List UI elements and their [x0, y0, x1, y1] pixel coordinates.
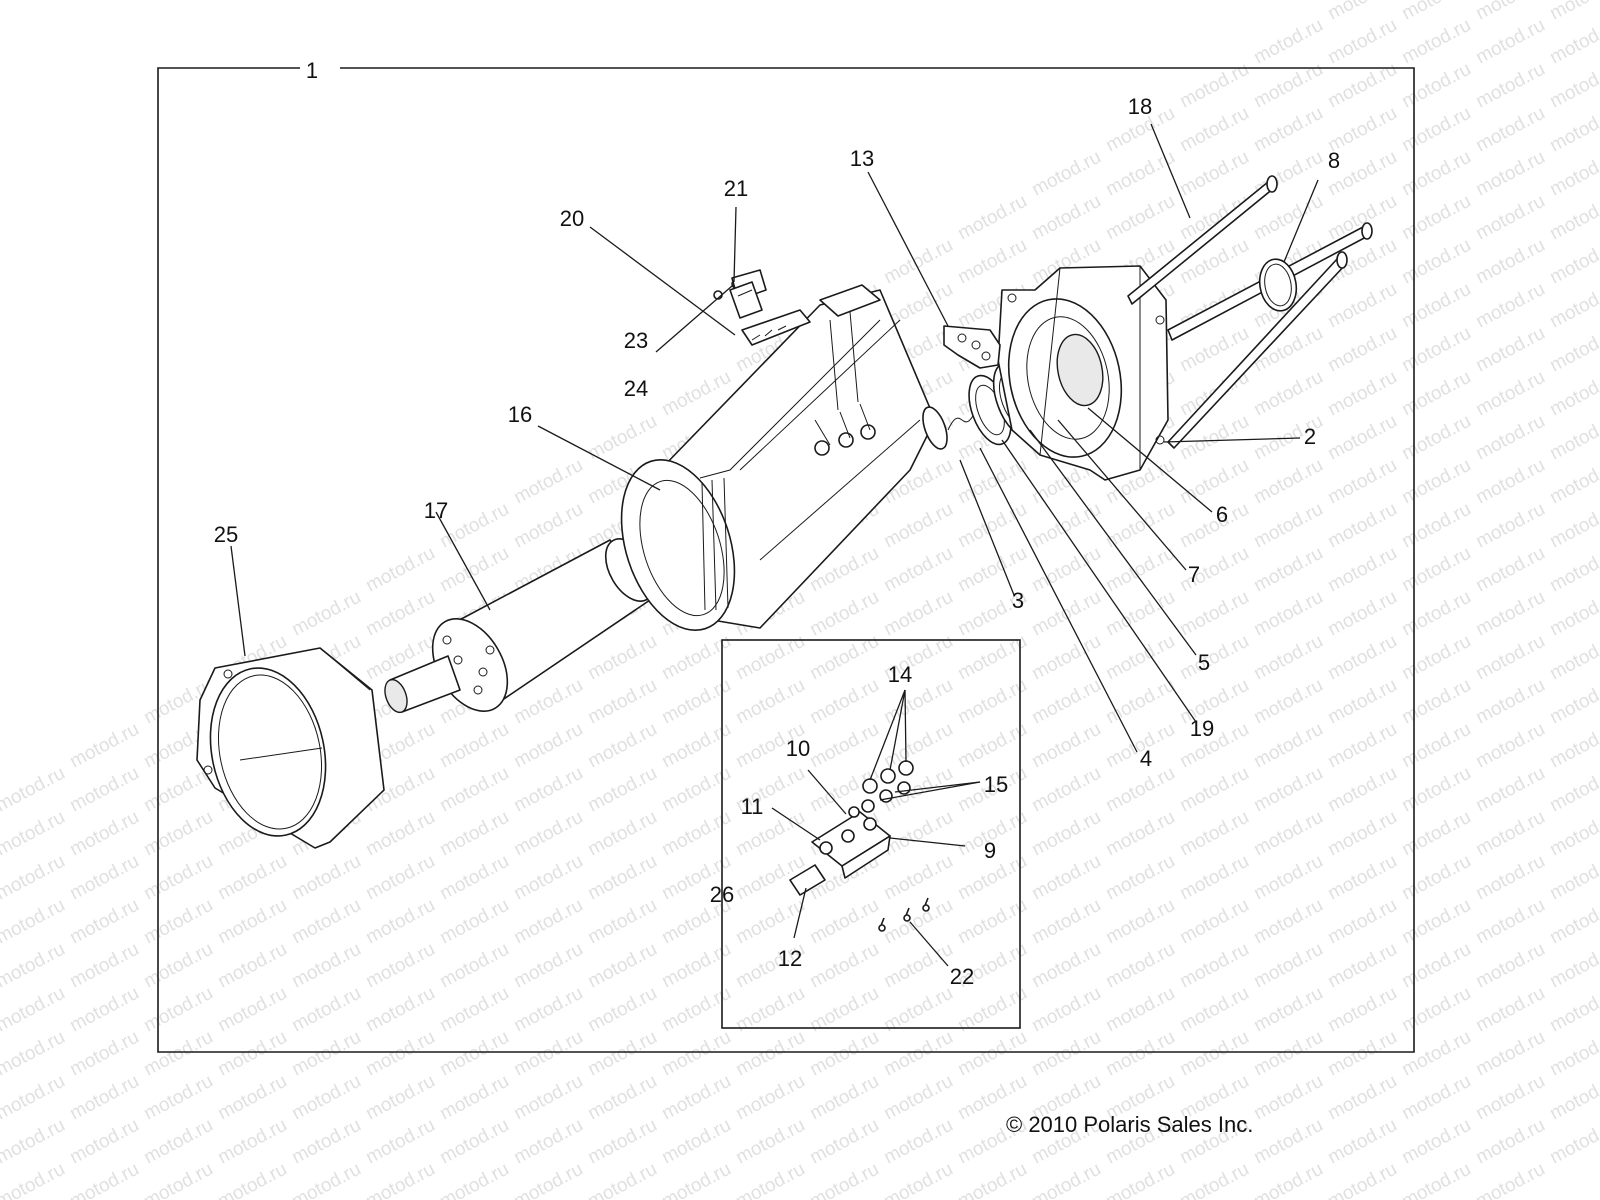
- callout-1: 1: [306, 58, 318, 83]
- brush-plate: [943, 325, 1001, 369]
- leader-lines: [230, 123, 1319, 967]
- o-ring: [1258, 258, 1298, 312]
- callout-17: 17: [424, 498, 448, 523]
- watermark-text: motod.ru: [0, 1159, 69, 1200]
- callout-10: 10: [786, 736, 810, 761]
- watermark-text: motod.ru: [1546, 0, 1600, 24]
- callout-18: 18: [1128, 94, 1152, 119]
- callout-24: 24: [624, 376, 648, 401]
- callout-19: 19: [1190, 716, 1214, 741]
- callout-5: 5: [1198, 650, 1210, 675]
- callout-13: 13: [850, 146, 874, 171]
- callout-9: 9: [984, 838, 996, 863]
- callout-21: 21: [724, 176, 748, 201]
- terminal-kit: [789, 760, 930, 932]
- callout-16: 16: [508, 402, 532, 427]
- callout-2: 2: [1304, 424, 1316, 449]
- callout-26: 26: [710, 882, 734, 907]
- callout-15: 15: [984, 772, 1008, 797]
- field-frame: [620, 284, 936, 632]
- callout-12: 12: [778, 946, 802, 971]
- callout-6: 6: [1216, 502, 1228, 527]
- end-cap-housing: [196, 647, 385, 849]
- armature: [384, 538, 677, 714]
- callout-14: 14: [888, 662, 912, 687]
- brush: [729, 269, 767, 319]
- drive-end-housing: [997, 265, 1169, 481]
- copyright-notice: © 2010 Polaris Sales Inc.: [1006, 1112, 1253, 1137]
- callout-11: 11: [741, 794, 764, 819]
- callout-7: 7: [1188, 562, 1200, 587]
- assembly-frame: [157, 67, 1415, 1053]
- callout-3: 3: [1012, 588, 1024, 613]
- callout-numbers: 1 2 3 4 5 6 7 8 9 10 11 12 13 14 15 16 1…: [214, 58, 1340, 989]
- terminal-kit-frame: [721, 639, 1021, 1029]
- callout-25: 25: [214, 522, 238, 547]
- callout-8: 8: [1328, 148, 1340, 173]
- callout-4: 4: [1140, 746, 1152, 771]
- callout-23: 23: [624, 328, 648, 353]
- callout-20: 20: [560, 206, 584, 231]
- callout-22: 22: [950, 964, 974, 989]
